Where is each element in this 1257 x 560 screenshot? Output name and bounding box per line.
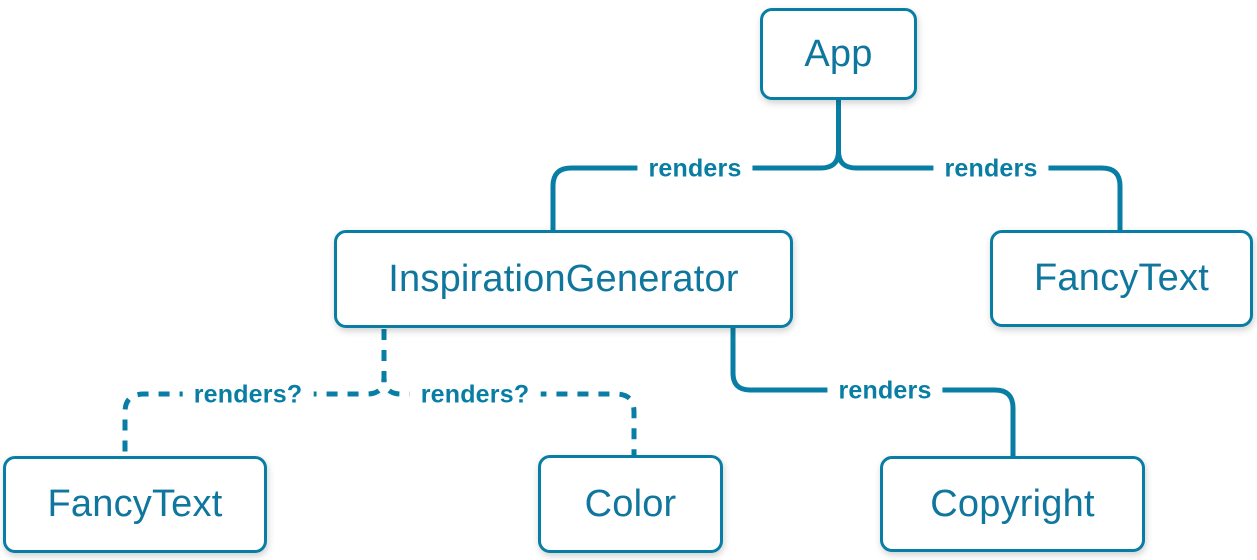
node-color-label: Color — [584, 482, 677, 525]
node-fancy-text-top-label: FancyText — [1034, 257, 1209, 299]
node-copyright-label: Copyright — [930, 482, 1095, 525]
node-inspiration-generator: InspirationGenerator — [334, 230, 793, 328]
node-fancy-text-bottom: FancyText — [3, 456, 267, 553]
node-fancy-text-bottom-label: FancyText — [47, 483, 223, 525]
node-inspiration-generator-label: InspirationGenerator — [388, 257, 739, 300]
edge-label-app-to-inspiration-generator: renders — [637, 154, 753, 184]
node-app-label: App — [804, 32, 873, 75]
node-color: Color — [538, 455, 723, 553]
edge-label-inspiration-generator-to-copyright: renders — [827, 376, 943, 406]
node-copyright: Copyright — [880, 456, 1145, 552]
edge-inspiration-generator-to-fancy-text — [122, 329, 387, 457]
node-fancy-text-top: FancyText — [990, 230, 1253, 327]
edge-label-inspiration-generator-to-fancy-text: renders? — [182, 380, 314, 410]
edge-label-app-to-fancy-text: renders — [933, 154, 1049, 184]
edge-label-inspiration-generator-to-color: renders? — [409, 380, 541, 410]
node-app: App — [760, 8, 917, 100]
